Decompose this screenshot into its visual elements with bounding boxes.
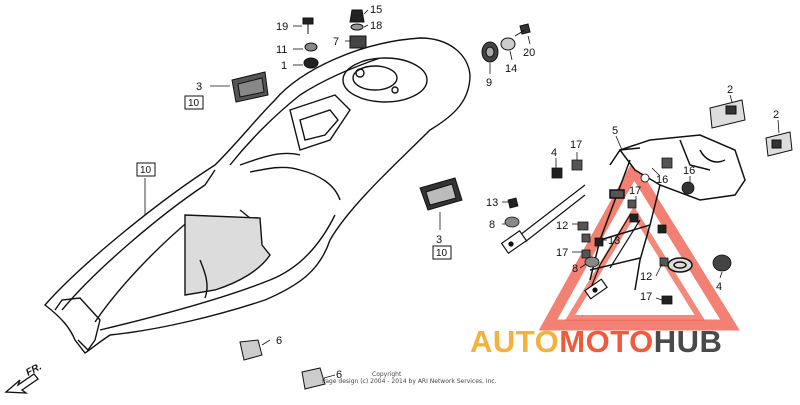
copyright-notice: Copyright Page design (c) 2004 - 2014 by…	[322, 371, 497, 385]
callout-11: 11	[276, 44, 287, 56]
copyright-line1: Copyright	[372, 371, 402, 378]
grommet-parts	[481, 23, 531, 63]
watermark-auto: AUTO	[470, 324, 559, 359]
callout-19: 19	[276, 21, 288, 33]
callout-17-mid: 17	[629, 185, 641, 197]
callout-18: 18	[370, 20, 382, 32]
callout-16-left: 16	[656, 174, 668, 186]
callout-13-right: 13	[608, 235, 620, 247]
boxed-ref-10-upper: 10	[188, 98, 200, 109]
boxed-references: 10 10 10	[136, 95, 452, 260]
rear-fender-body	[43, 37, 471, 354]
front-direction-label: FR.	[24, 361, 43, 378]
boxed-ref-10-lower: 10	[436, 248, 448, 259]
rubber-pad-upper	[231, 71, 269, 103]
callout-20: 20	[523, 47, 535, 59]
callout-5: 5	[612, 125, 618, 137]
callout-16-right: 16	[683, 165, 695, 177]
callout-8-upper: 8	[489, 219, 495, 231]
bracket-parts	[709, 99, 793, 157]
front-direction-arrow: FR.	[4, 361, 44, 394]
callout-13-left: 13	[486, 197, 498, 209]
callout-12-lower: 12	[640, 271, 652, 283]
callout-7: 7	[333, 36, 339, 48]
callout-6-lower: 6	[336, 369, 342, 381]
callout-2-right: 2	[773, 109, 779, 121]
callout-15: 15	[370, 4, 382, 16]
callout-14: 14	[505, 63, 517, 75]
callout-17-top: 17	[570, 139, 582, 151]
watermark-brand: AUTOMOTOHUB	[470, 324, 722, 359]
callout-3-lower: 3	[436, 234, 442, 246]
callout-6-upper: 6	[276, 335, 282, 347]
fastener-stack	[302, 9, 367, 69]
stay-fasteners	[504, 157, 732, 305]
callout-17-lower: 17	[556, 247, 568, 259]
callout-3-upper: 3	[196, 81, 202, 93]
callout-17-bottom: 17	[640, 291, 652, 303]
callout-9: 9	[486, 77, 492, 89]
watermark-moto: MOTO	[559, 324, 653, 359]
callout-1: 1	[281, 60, 287, 72]
harness-straps	[500, 184, 641, 300]
callout-labels: 19 15 18 11 7 1 9 14 20 3 2 2 5 17 4 16 …	[196, 4, 779, 381]
callout-4-left: 4	[551, 147, 557, 159]
boxed-ref-10-left: 10	[140, 165, 152, 176]
watermark-hub: HUB	[654, 324, 723, 359]
cap-parts	[239, 339, 326, 390]
rubber-pad-lower	[419, 177, 463, 211]
watermark-triangle	[538, 159, 740, 331]
copyright-line2: Page design (c) 2004 - 2014 by ARI Netwo…	[322, 378, 497, 385]
callout-4-right: 4	[716, 281, 722, 293]
callout-2-left: 2	[727, 84, 733, 96]
callout-8-lower: 8	[572, 263, 578, 275]
callout-12-upper: 12	[556, 220, 568, 232]
leader-lines	[144, 9, 780, 379]
